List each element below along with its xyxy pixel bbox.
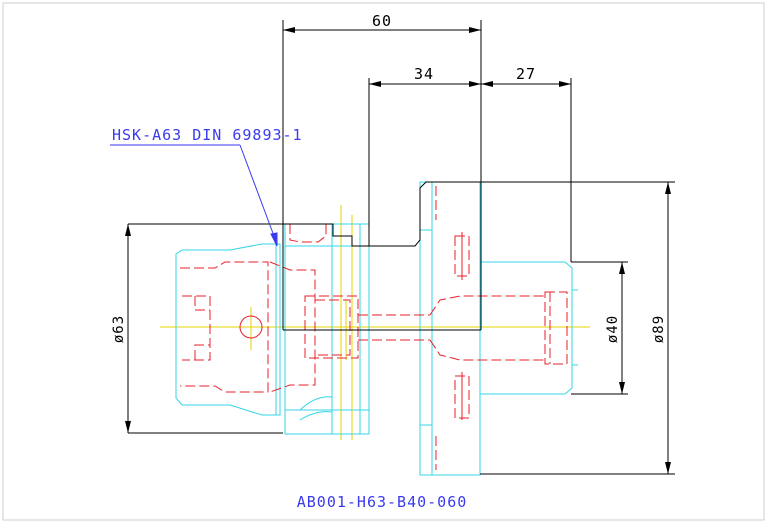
part-number: AB001-H63-B40-060 [297, 493, 468, 511]
tool-outline [175, 181, 578, 476]
arrowheads [125, 27, 671, 474]
standard-annotation: HSK-A63 DIN 69893-1 [112, 126, 303, 144]
dim-shank-length: 34 [414, 65, 434, 83]
leader-line [110, 144, 278, 247]
dim-diameter-63: ø63 [111, 315, 127, 343]
hidden-lines [180, 186, 568, 470]
dim-flange-offset: 27 [516, 65, 536, 83]
coolant-hole [239, 315, 263, 339]
dim-diameter-89: ø89 [651, 315, 667, 343]
dimension-lines [127, 20, 675, 475]
keys-solid [239, 232, 463, 420]
dim-diameter-40: ø40 [605, 315, 621, 343]
dim-overall-length: 60 [372, 12, 392, 30]
